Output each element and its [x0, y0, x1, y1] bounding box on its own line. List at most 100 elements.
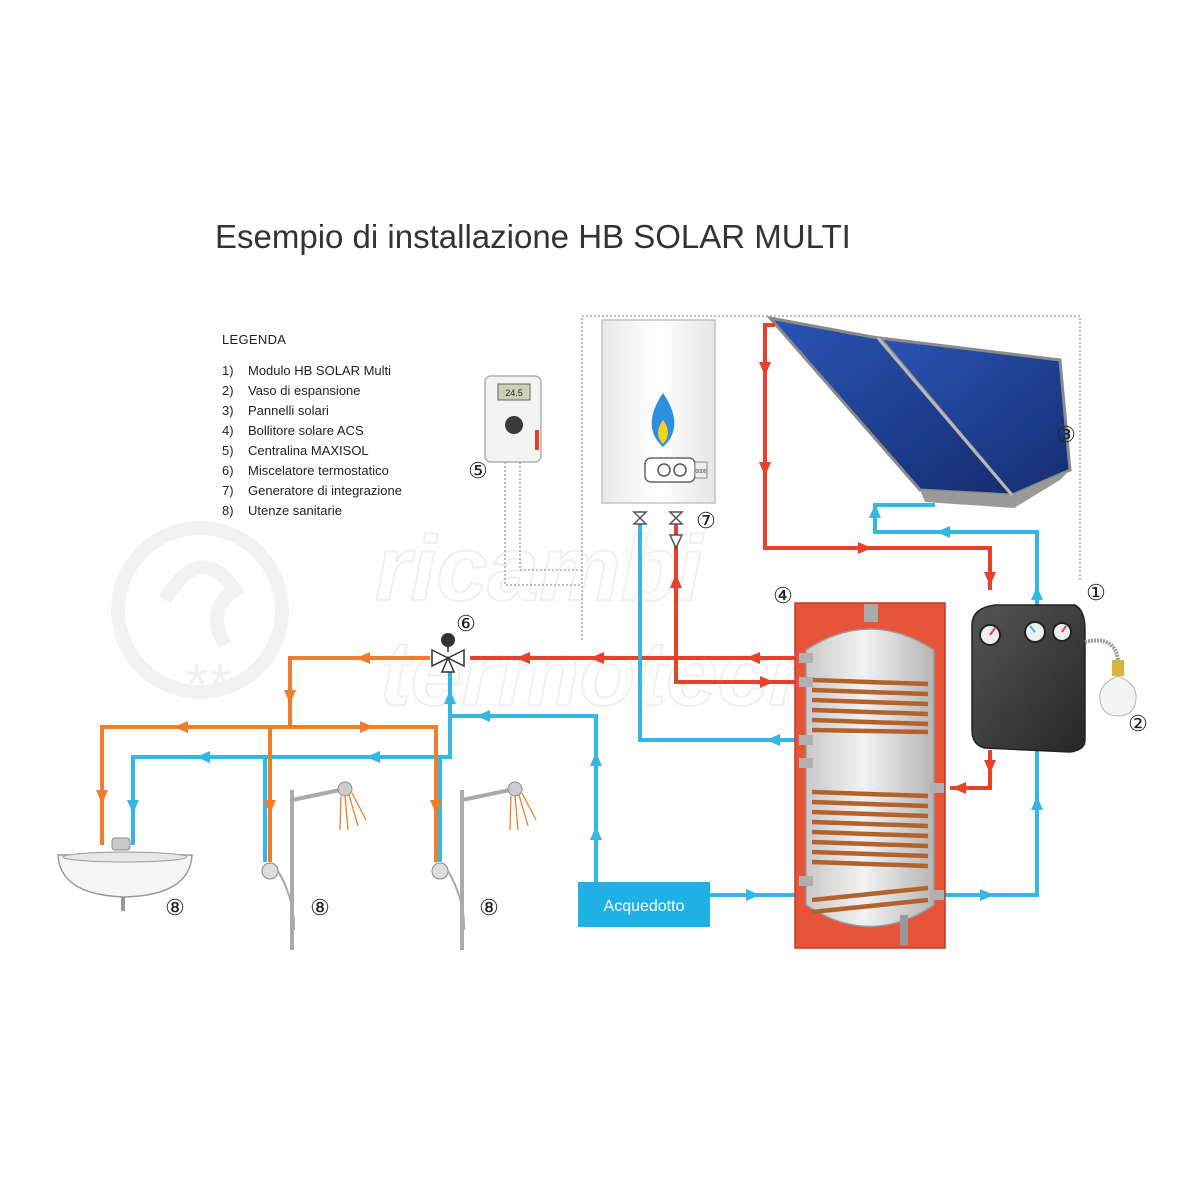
hb-solar-multi-module: [971, 604, 1086, 753]
solar-flow-arrows: [759, 362, 996, 794]
arrow-left-icon: [356, 652, 370, 664]
snowflake-icon: **: [185, 651, 232, 718]
acquedotto-label: Acquedotto: [604, 898, 685, 915]
arrow-down-icon: [284, 690, 296, 704]
arrow-left-icon: [174, 721, 188, 733]
callout-5: ⑤: [468, 458, 488, 483]
control-line-controller-b: [519, 462, 582, 571]
arrow-left-icon: [590, 652, 604, 664]
tank-ports: [799, 653, 944, 900]
legend-item-number: 2): [222, 383, 234, 398]
acquedotto-background: [578, 882, 710, 927]
valve-cold-icon: [632, 511, 648, 525]
legend-item-number: 7): [222, 483, 234, 498]
legend-item-1: 1)Modulo HB SOLAR Multi: [222, 361, 402, 381]
arrow-right-icon: [760, 676, 774, 688]
shower-head-icon: [507, 781, 523, 797]
legend-item-number: 3): [222, 403, 234, 418]
pipe-solar-to-lower-coil: [950, 750, 992, 790]
gauge-needle: [1029, 625, 1036, 633]
callout-8-shower-2: ⑧: [479, 895, 499, 920]
arrow-left-icon: [516, 652, 530, 664]
upper-coil: [811, 677, 929, 735]
module-body: [971, 604, 1086, 753]
mixer-knob-icon: [441, 633, 455, 647]
arrow-up-icon: [1031, 796, 1043, 810]
control-line-controller-a: [504, 462, 582, 586]
watermark-logo-mark: [158, 560, 245, 649]
lower-coil: [811, 789, 929, 915]
vessel-hose: [1084, 638, 1120, 661]
legend-item-5: 5)Centralina MAXISOL: [222, 441, 402, 461]
arrow-down-icon: [127, 800, 139, 814]
shower-hose: [447, 870, 466, 931]
mixer-valve-bottom: [440, 656, 456, 673]
tank-top-port: [864, 604, 878, 622]
gauge-needle: [1061, 625, 1067, 633]
arrow-left-icon: [766, 734, 780, 746]
arrow-up-icon: [1031, 586, 1043, 600]
legend-item-label: Modulo HB SOLAR Multi: [248, 363, 392, 378]
thermostatic-mixer: [431, 633, 465, 673]
arrow-left-icon: [196, 751, 210, 763]
gauge-needle: [989, 627, 996, 636]
arrow-down-icon: [984, 572, 996, 586]
shower-valve-icon: [431, 862, 449, 880]
boiler-knob-1: [657, 463, 671, 477]
controller-dial-icon: [505, 416, 523, 434]
boiler-model-label: 0000: [695, 469, 706, 475]
arrow-down-icon: [759, 462, 771, 476]
callout-2: ②: [1128, 711, 1148, 736]
cold-water-arrows: [127, 690, 760, 901]
control-line-main: [581, 315, 1081, 640]
sink-drain: [121, 897, 125, 911]
boiler-cold-circuit: [638, 520, 800, 742]
callout-6: ⑥: [456, 611, 476, 636]
arrow-left-icon: [936, 526, 950, 538]
vessel-body: [1099, 675, 1137, 717]
solar-return-arrows: [869, 504, 1043, 901]
shower-arm: [291, 788, 341, 802]
legend-item-label: Miscelatore termostatico: [248, 463, 389, 478]
boiler-valves: [632, 511, 684, 550]
sink-rim: [62, 851, 188, 863]
callout-4: ④: [773, 583, 793, 608]
expansion-vessel: [1084, 638, 1137, 717]
flame-core-icon: [658, 420, 668, 444]
mixed-water-arrows: [96, 652, 442, 814]
pipe-solar-flow-down: [763, 323, 992, 590]
check-valve-icon: [668, 534, 684, 550]
arrow-right-icon: [360, 721, 374, 733]
boiler-display: [694, 461, 708, 479]
shower-2: [431, 781, 537, 950]
watermark-logo-ring: [111, 521, 289, 699]
control-wiring: [504, 315, 1081, 640]
arrow-right-icon: [980, 889, 994, 901]
boiler-knob-2: [673, 463, 687, 477]
arrow-up-icon: [444, 690, 456, 704]
pipe-boiler-return: [638, 520, 800, 742]
controller-brand-strip: [535, 430, 539, 450]
mixer-valve-left: [431, 648, 450, 668]
arrow-right-icon: [858, 542, 872, 554]
callout-7: ⑦: [696, 508, 716, 533]
controller-screen: [497, 383, 531, 401]
arrow-left-icon: [952, 782, 966, 794]
solar-panels: [766, 315, 1072, 508]
integration-generator: 0000: [601, 319, 716, 504]
arrow-up-icon: [590, 826, 602, 840]
legend-item-label: Generatore di integrazione: [248, 483, 402, 498]
shower-valve-icon: [261, 862, 279, 880]
legend-item-2: 2)Vaso di espansione: [222, 381, 402, 401]
shower-head-icon: [337, 781, 353, 797]
callout-3: ③: [1056, 422, 1076, 447]
solar-storage-tank: [794, 602, 946, 949]
watermark-text-1: ricambi: [375, 518, 705, 620]
pipe-solar-return: [873, 503, 1039, 612]
callout-1: ①: [1086, 580, 1106, 605]
legend-item-number: 8): [222, 503, 234, 518]
legend-item-7: 7) Generatore di integrazione: [222, 481, 402, 501]
tank-drain: [900, 915, 908, 945]
legend-heading: LEGENDA: [222, 332, 287, 347]
